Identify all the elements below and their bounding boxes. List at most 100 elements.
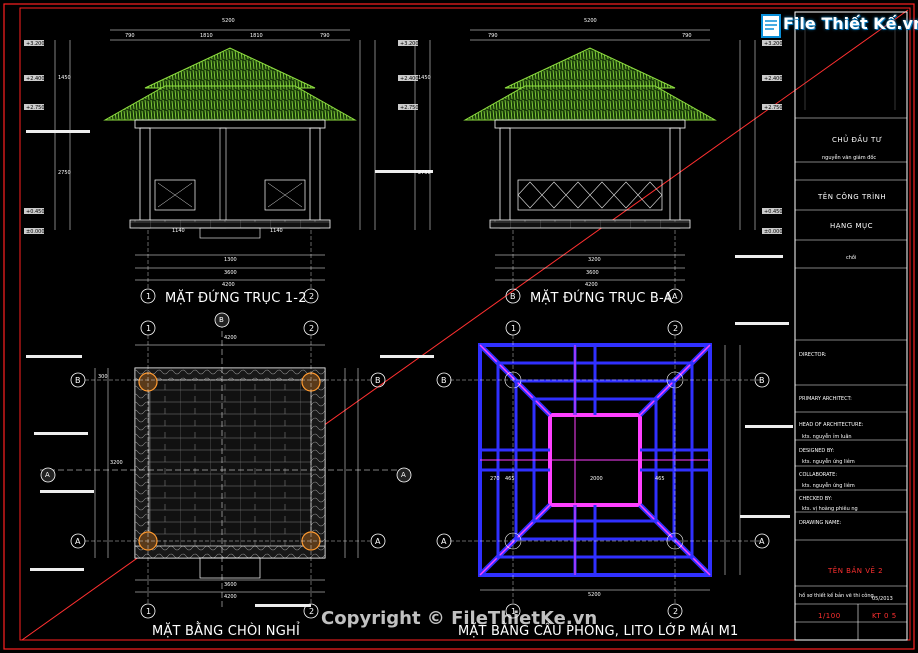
axis-b-p2-right: B — [759, 376, 765, 385]
level-3-mid: +2.750 — [400, 105, 419, 111]
tb-person-3: kts. nguyễn ứng liêm — [802, 483, 855, 489]
dim-eave-2: 790 — [320, 33, 330, 39]
tb-owner-name: nguyễn văn giám đốc — [822, 155, 877, 161]
axis-a-p2-left: A — [441, 537, 447, 546]
dim-h1-1: 2750 — [58, 170, 71, 176]
tb-director: DIRECTOR: — [799, 352, 827, 358]
axis-b-p1-right: B — [375, 376, 381, 385]
roof-lower-left — [103, 85, 357, 121]
dim-eave-1: 790 — [125, 33, 135, 39]
dim-mid-2: 1810 — [250, 33, 263, 39]
plan-2-drawing — [436, 320, 793, 619]
view-label-elevation-b-a: MẶT ĐỨNG TRỤC B-A — [530, 291, 673, 306]
copyright-watermark: Copyright © FileThietKe.vn — [321, 608, 598, 629]
axis-a-p1-right: A — [375, 537, 381, 546]
tb-person-2: kts. nguyễn ứng liêm — [802, 459, 855, 465]
tb-drawing: DRAWING NAME: — [799, 520, 842, 526]
dim-overall-3: 5200 — [588, 592, 601, 598]
tb-scale: 1/100 — [818, 612, 841, 620]
logo-text[interactable]: File Thiết Kế.vn — [783, 14, 918, 33]
axis-2-p1-bot: 2 — [309, 607, 315, 616]
dim-mid-1: 1810 — [200, 33, 213, 39]
dim-eave-4: 790 — [682, 33, 692, 39]
level-4-right: +0.450 — [764, 209, 783, 215]
axis-a-p1-left: A — [75, 537, 81, 546]
dim-c2000: 2000 — [590, 476, 603, 482]
dim-plan-total-3: 4200 — [224, 335, 237, 341]
dim-grid-2: 3200 — [588, 257, 601, 263]
outer-frame — [3, 3, 915, 650]
inner-frame — [19, 7, 911, 641]
level-5-right: ±0.000 — [764, 229, 783, 235]
dim-plan-total-1: 4200 — [222, 282, 235, 288]
dim-c465-2: 465 — [655, 476, 665, 482]
plan-1-drawing — [26, 312, 434, 619]
elevation-2-drawing — [398, 29, 783, 304]
axis-2-p1-top: 2 — [309, 324, 315, 333]
dim-overall-2: 5200 — [584, 18, 597, 24]
level-2-left: +2.400 — [26, 76, 45, 82]
roof-upper-left — [144, 47, 316, 89]
level-1-right: +3.200 — [764, 41, 783, 47]
dim-grid-1: 3200 — [110, 460, 123, 466]
tb-hangmuc: HẠNG MỤC — [830, 222, 873, 230]
level-1-left: +3.200 — [26, 41, 45, 47]
dim-plan-mid-3: 3600 — [224, 582, 237, 588]
axis-1-e1: 1 — [146, 292, 152, 301]
dim-inner-1: 1300 — [224, 257, 237, 263]
dim-h2-1: 1450 — [58, 75, 71, 81]
axis-2-p2-top: 2 — [673, 324, 679, 333]
elevation-1-drawing — [24, 29, 433, 304]
level-5-left: ±0.000 — [26, 229, 45, 235]
dim-overall-1: 5200 — [222, 18, 235, 24]
dim-plan-mid-1: 3600 — [224, 270, 237, 276]
axis-1-p2-top: 1 — [511, 324, 517, 333]
dim-plan-total-2: 4200 — [585, 282, 598, 288]
dim-c270: 270 — [490, 476, 500, 482]
tb-drawing-name: TÊN BẢN VẼ 2 — [828, 567, 884, 575]
tb-owner: CHỦ ĐẦU TƯ — [832, 136, 883, 144]
tb-checked: CHECKED BY: — [799, 496, 833, 502]
tb-principal: PRIMARY ARCHITECT: — [799, 396, 852, 402]
section-b-marker: B — [219, 316, 224, 324]
view-label-plan-pavilion: MẶT BẰNG CHÒI NGHỈ — [152, 624, 300, 639]
axis-b-p2-left: B — [441, 376, 447, 385]
axis-a-e2: A — [672, 292, 678, 301]
dim-c465-1: 465 — [505, 476, 515, 482]
dim-eave-3: 790 — [488, 33, 498, 39]
axis-1-p2-bot: 1 — [511, 607, 517, 616]
level-3-left: +2.750 — [26, 105, 45, 111]
dim-h2-2: 1450 — [418, 75, 431, 81]
dim-side-1: 1140 — [172, 228, 185, 234]
tb-collab: COLLABORATE: — [799, 472, 838, 478]
section-a-marker-left: A — [45, 471, 50, 479]
axis-b-e2: B — [510, 292, 516, 301]
tb-hangmuc-value: chồi — [846, 255, 857, 261]
dim-plan-total-4: 4200 — [224, 594, 237, 600]
tb-sheet-number: KT 0 5 — [872, 612, 897, 620]
axis-b-p1-left: B — [75, 376, 81, 385]
level-4-left: +0.450 — [26, 209, 45, 215]
logo-document-icon — [761, 14, 781, 38]
section-a-marker-right: A — [401, 471, 406, 479]
view-label-plan-rafters: MẶT BẰNG CẦU PHONG, LITO LỚP MÁI M1 — [458, 624, 739, 639]
tb-person-1: kts. nguyễn ỉm luân — [802, 434, 852, 440]
axis-1-p1-bot: 1 — [146, 607, 152, 616]
level-3-right: +2.750 — [764, 105, 783, 111]
tb-file: hồ sơ thiết kế bản vẽ thi công — [799, 593, 874, 599]
tb-project: TÊN CÔNG TRÌNH — [818, 193, 887, 201]
axis-a-p2-right: A — [759, 537, 765, 546]
level-1-mid: +3.200 — [400, 41, 419, 47]
tb-head: HEAD OF ARCHITECTURE: — [799, 422, 864, 428]
level-2-mid: +2.400 — [400, 76, 419, 82]
tb-date: 05/2013 — [872, 596, 893, 602]
dim-h1-2: 2750 — [418, 170, 431, 176]
axis-2-e1: 2 — [309, 292, 315, 301]
tb-person-4: kts. vị hoàng phiêu ng — [802, 506, 858, 512]
view-label-elevation-1-2: MẶT ĐỨNG TRỤC 1-2 — [165, 291, 307, 306]
dim-side-2: 1140 — [270, 228, 283, 234]
title-block-frame — [794, 11, 908, 641]
dim-small-1: 300 — [98, 374, 108, 380]
axis-2-p2-bot: 2 — [673, 607, 679, 616]
